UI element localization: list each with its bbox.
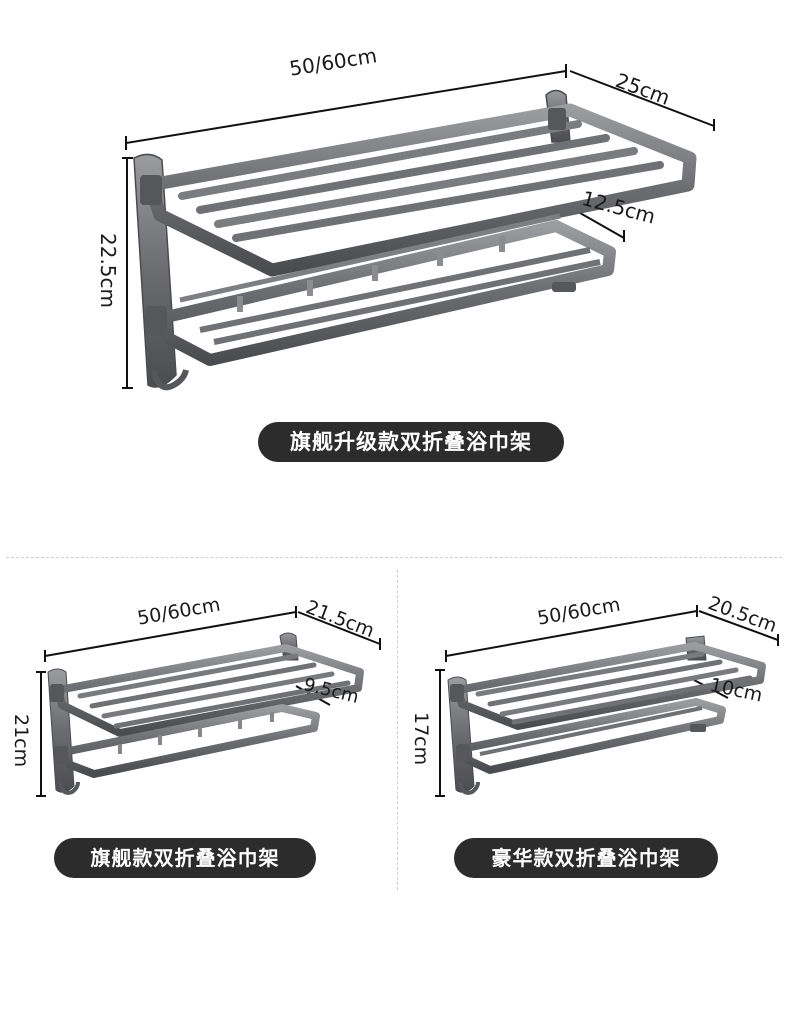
dimension-lines-right [435, 605, 779, 797]
towel-rack-illustration [133, 89, 697, 391]
product-name-label: 旗舰款双折叠浴巾架 [54, 838, 316, 878]
vertical-divider [397, 570, 398, 890]
towel-rack-illustration [447, 635, 766, 795]
product-name-label: 旗舰升级款双折叠浴巾架 [258, 422, 564, 462]
product-name-label: 豪华款双折叠浴巾架 [454, 838, 718, 878]
dimension-lines-top [122, 64, 715, 389]
horizontal-divider [6, 557, 782, 558]
dimension-lines-left [36, 606, 381, 797]
height-label: 17cm [410, 712, 432, 766]
towel-rack-illustration [47, 632, 364, 795]
